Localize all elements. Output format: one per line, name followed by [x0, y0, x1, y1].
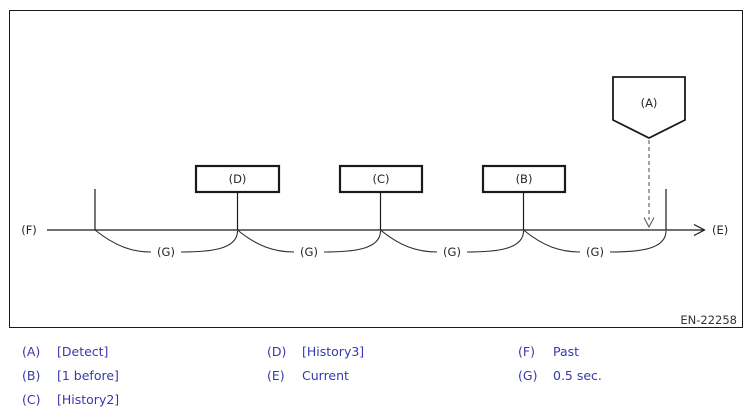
interval-brace-2: (G) [237, 229, 382, 259]
interval-brace-4: (G) [523, 229, 667, 259]
event-box-label: (D) [229, 172, 247, 186]
past-axis-label: (F) [21, 223, 37, 237]
legend-key: (B) [22, 368, 41, 383]
interval-label: (G) [300, 245, 318, 259]
legend-key: (E) [267, 368, 285, 383]
interval-brace-1: (G) [94, 229, 239, 259]
figure-code: EN-22258 [680, 313, 737, 327]
legend-item-c: (C) [History2] [22, 388, 119, 412]
pentagon-marker-icon [612, 76, 686, 140]
legend-value: 0.5 sec. [553, 368, 602, 383]
event-box-history2: (C) [338, 164, 424, 230]
legend-value: [History2] [57, 392, 120, 407]
interval-label: (G) [157, 245, 175, 259]
interval-label: (G) [443, 245, 461, 259]
event-box-1before: (B) [481, 164, 567, 230]
legend-item-d: (D) [History3] [267, 340, 364, 364]
event-box-label: (B) [516, 172, 533, 186]
timeline-arrowhead-icon [693, 223, 706, 237]
event-box-history3: (D) [194, 164, 281, 230]
event-box-label: (C) [372, 172, 389, 186]
legend-key: (C) [22, 392, 41, 407]
legend-item-b: (B) [1 before] [22, 364, 119, 388]
interval-label: (G) [586, 245, 604, 259]
current-axis-label: (E) [712, 223, 728, 237]
legend-value: [1 before] [57, 368, 119, 383]
legend-key: (F) [518, 344, 535, 359]
figure-border [9, 10, 743, 328]
detect-marker: (A) [612, 76, 686, 229]
legend-item-a: (A) [Detect] [22, 340, 119, 364]
legend-column-1: (A) [Detect] (B) [1 before] (C) [History… [22, 340, 119, 412]
legend-column-3: (F) Past (G) 0.5 sec. [518, 340, 602, 388]
legend-value: [History3] [302, 344, 365, 359]
detect-arrowhead-icon [643, 217, 655, 229]
legend-item-e: (E) Current [267, 364, 364, 388]
legend-column-2: (D) [History3] (E) Current [267, 340, 364, 388]
interval-brace-3: (G) [380, 229, 525, 259]
legend-value: Past [553, 344, 580, 359]
legend-key: (D) [267, 344, 287, 359]
detect-marker-label: (A) [641, 96, 658, 110]
legend-value: [Detect] [57, 344, 109, 359]
legend-item-g: (G) 0.5 sec. [518, 364, 602, 388]
legend-item-f: (F) Past [518, 340, 602, 364]
legend-key: (G) [518, 368, 538, 383]
legend-key: (A) [22, 344, 41, 359]
legend-value: Current [302, 368, 349, 383]
